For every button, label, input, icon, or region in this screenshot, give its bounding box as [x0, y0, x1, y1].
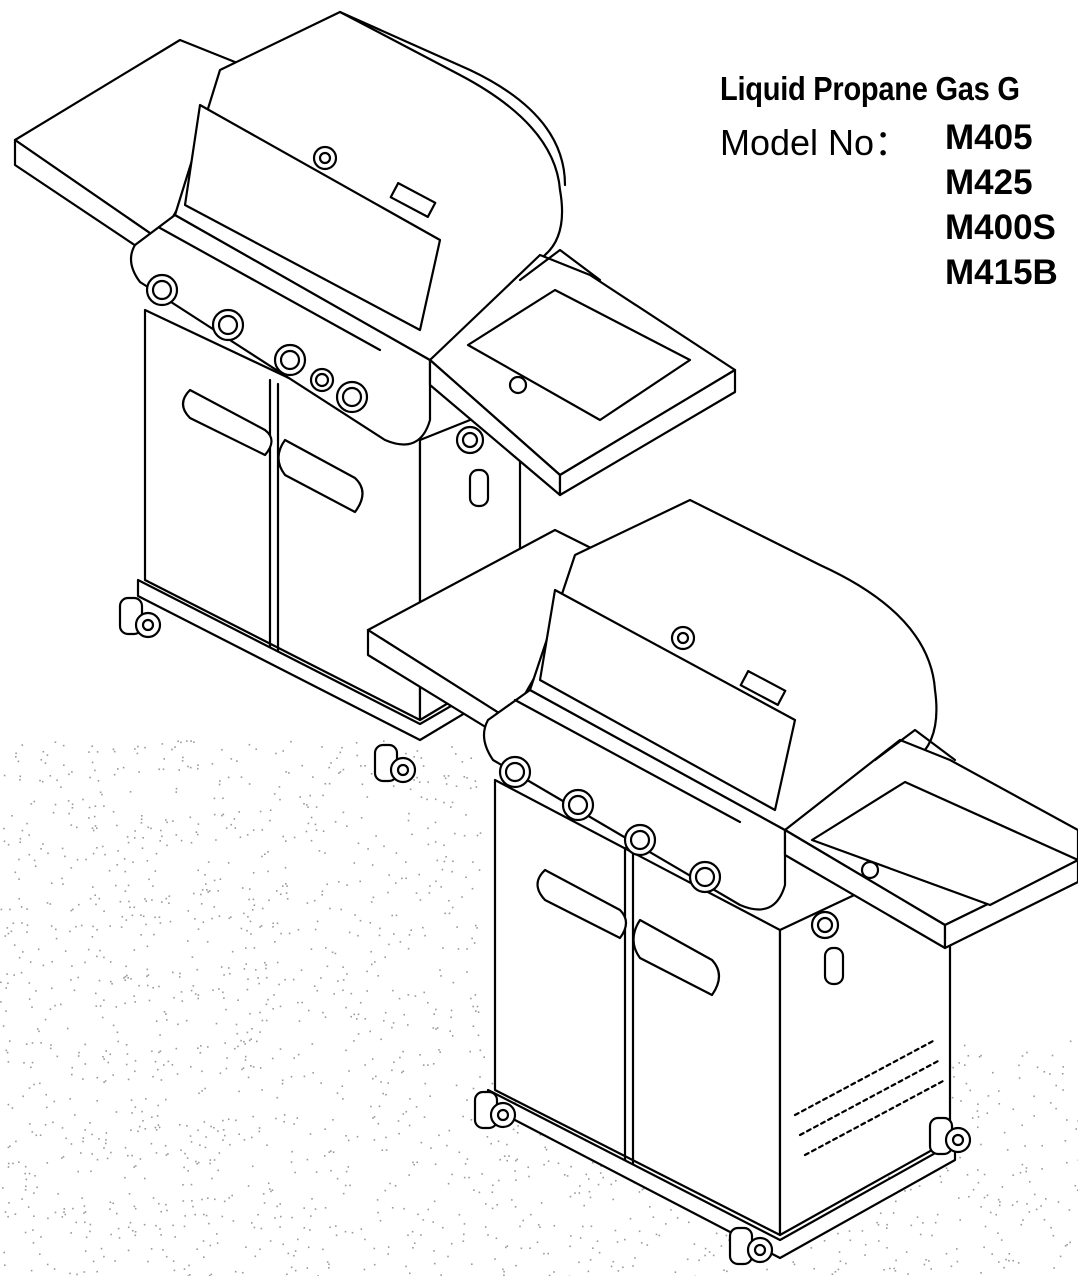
model-number: M425: [945, 160, 1058, 205]
model-number: M405: [945, 115, 1058, 160]
model-number-label: Model No：: [720, 114, 910, 166]
grill-2-caster: [930, 1118, 970, 1154]
grill-1-caster: [375, 745, 415, 782]
model-number: M415B: [945, 250, 1058, 295]
model-number-list: M405 M425 M400S M415B: [945, 115, 1058, 295]
document-title: Liquid Propane Gas G: [720, 70, 1020, 108]
grill-2: [368, 500, 1078, 1264]
model-number: M400S: [945, 205, 1058, 250]
